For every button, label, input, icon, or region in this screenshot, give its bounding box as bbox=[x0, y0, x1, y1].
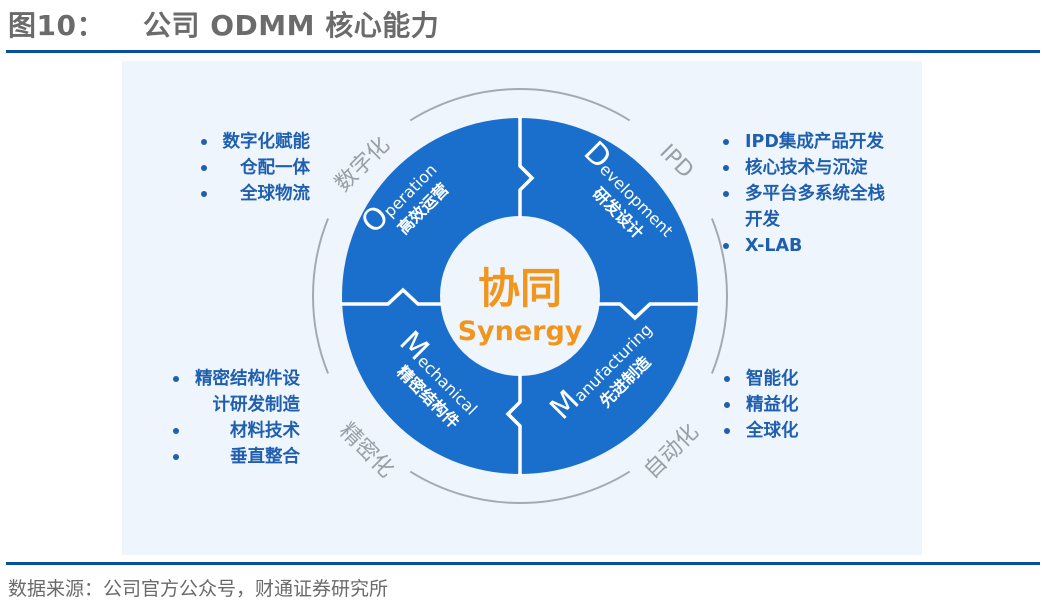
bullet-icon bbox=[723, 243, 729, 249]
bullet-icon bbox=[723, 139, 729, 145]
list-item: 精益化 bbox=[724, 392, 799, 418]
list-item: 仓配一体 bbox=[200, 155, 310, 181]
list-item: 全球物流 bbox=[200, 181, 310, 207]
bullet-icon bbox=[200, 139, 207, 145]
list-item: 多平台多系统全栈开发 bbox=[723, 181, 885, 233]
bullet-icon bbox=[724, 428, 730, 434]
list-item: 智能化 bbox=[724, 366, 799, 392]
list-top-right: IPD集成产品开发 核心技术与沉淀 多平台多系统全栈开发 X-LAB bbox=[723, 129, 885, 259]
list-item: 精密结构件设计研发制造 bbox=[173, 366, 300, 418]
figure-title-text: 公司 ODMM 核心能力 bbox=[142, 9, 440, 42]
center-label: 协同 Synergy bbox=[458, 264, 583, 347]
seam-bottom bbox=[505, 374, 522, 476]
bullet-icon bbox=[724, 402, 730, 408]
list-item: 核心技术与沉淀 bbox=[723, 155, 885, 181]
bullet-icon bbox=[200, 191, 207, 197]
list-item: 垂直整合 bbox=[173, 444, 300, 470]
segment-seams bbox=[340, 116, 700, 476]
arc-label-bottom-right: 自动化 bbox=[639, 419, 703, 483]
center-english: Synergy bbox=[458, 316, 583, 347]
center-chinese: 协同 bbox=[478, 264, 562, 313]
outer-arc-0 bbox=[409, 88, 631, 122]
bullet-icon bbox=[724, 376, 730, 382]
seam-right bbox=[598, 302, 700, 321]
source-note: 数据来源：公司官方公众号，财通证券研究所 bbox=[8, 579, 389, 600]
ring-body bbox=[342, 118, 698, 474]
bullet-icon bbox=[723, 191, 729, 197]
arc-label-top-right: IPD bbox=[655, 140, 699, 184]
bullet-icon bbox=[200, 165, 207, 171]
bullet-icon bbox=[173, 428, 179, 434]
figure-title: 图10： 公司 ODMM 核心能力 bbox=[8, 8, 439, 44]
list-bottom-left: 精密结构件设计研发制造 材料技术 垂直整合 bbox=[173, 366, 300, 470]
list-bottom-right: 智能化 精益化 全球化 bbox=[724, 366, 799, 444]
list-item: 全球化 bbox=[724, 418, 799, 444]
seam-top bbox=[518, 116, 535, 218]
figure-number: 图10： bbox=[8, 9, 105, 42]
outer-arcs bbox=[312, 88, 728, 504]
outer-arc-3 bbox=[312, 218, 330, 374]
list-item: IPD集成产品开发 bbox=[723, 129, 885, 155]
list-item: 材料技术 bbox=[173, 418, 300, 444]
bottom-rule bbox=[6, 562, 1040, 565]
outer-arc-1 bbox=[710, 218, 728, 374]
list-item: 数字化赋能 bbox=[200, 129, 310, 155]
bullet-icon bbox=[173, 454, 179, 460]
list-item: X-LAB bbox=[723, 233, 885, 259]
top-rule bbox=[6, 50, 1040, 53]
list-top-left: 数字化赋能 仓配一体 全球物流 bbox=[200, 129, 310, 207]
bullet-icon bbox=[173, 376, 179, 382]
outer-arc-2 bbox=[409, 470, 631, 504]
ring bbox=[342, 118, 698, 474]
seam-left bbox=[340, 287, 442, 306]
arc-label-bottom-left: 精密化 bbox=[334, 418, 398, 482]
bullet-icon bbox=[723, 165, 729, 171]
